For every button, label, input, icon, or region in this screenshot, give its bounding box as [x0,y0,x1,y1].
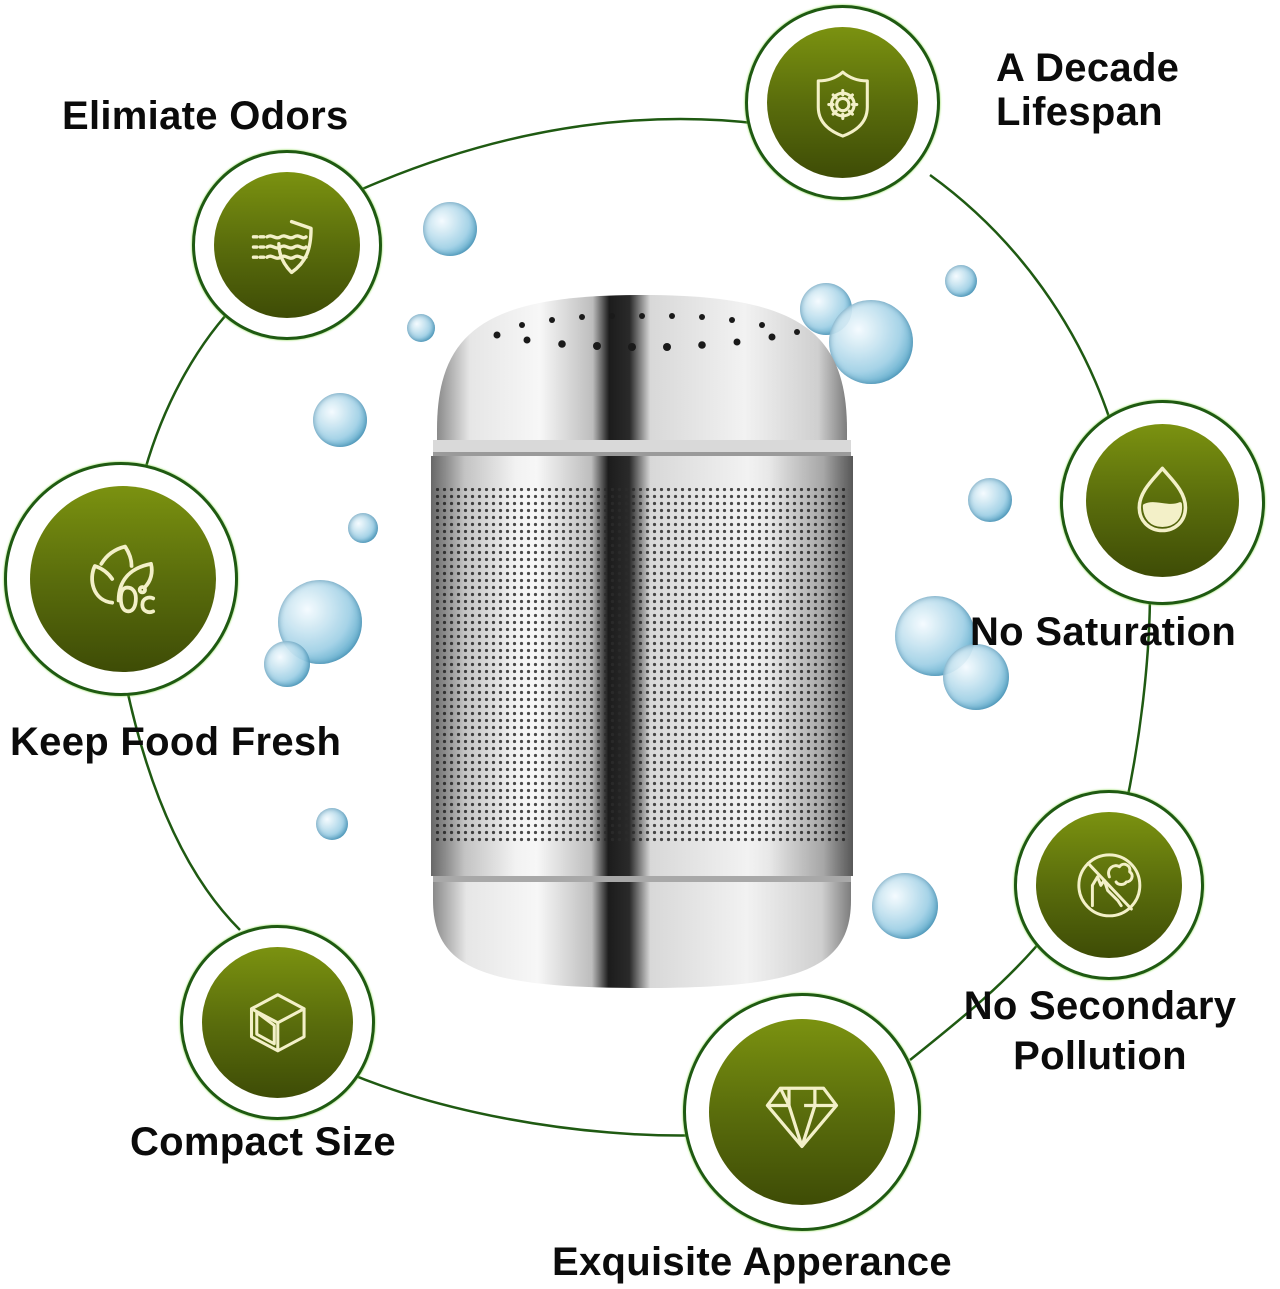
bubble [313,393,367,447]
feature-badge-no-secondary-pollution [1014,790,1204,980]
bubble [829,300,913,384]
feature-label-no-saturation: No Saturation [970,610,1237,654]
cube-icon [202,947,353,1098]
feature-badge-compact-size [180,925,375,1120]
feature-badge-eliminate-odors [192,150,382,340]
feature-badge-keep-food-fresh [4,462,238,696]
no-factory-pollution-icon [1036,812,1182,958]
feature-label-keep-food-fresh: Keep Food Fresh [10,720,342,764]
bubble [423,202,477,256]
deodorizer-canister-product [431,295,853,988]
bubble [943,644,1009,710]
feature-badge-no-saturation [1060,400,1265,605]
water-drop-icon [1086,424,1239,577]
shield-gear-icon [767,27,918,178]
bubble [945,265,977,297]
bubble [872,873,938,939]
feature-label-decade-lifespan: A Decade Lifespan [996,46,1180,134]
feature-label-compact-size: Compact Size [130,1120,396,1164]
bubble [264,641,310,687]
feature-label-exquisite-appearance: Exquisite Apperance [552,1240,952,1284]
feature-badge-exquisite-appearance [683,993,921,1231]
leaves-zero-celsius-icon [30,486,216,672]
shield-waves-icon [214,172,360,318]
feature-badge-decade-lifespan [745,5,940,200]
bubble [316,808,348,840]
diamond-icon [709,1019,895,1205]
bubble [968,478,1012,522]
bubble [348,513,378,543]
feature-label-eliminate-odors: Elimiate Odors [62,94,349,138]
bubble [407,314,435,342]
feature-label-no-secondary-pollution: No Secondary Pollution [963,984,1237,1078]
